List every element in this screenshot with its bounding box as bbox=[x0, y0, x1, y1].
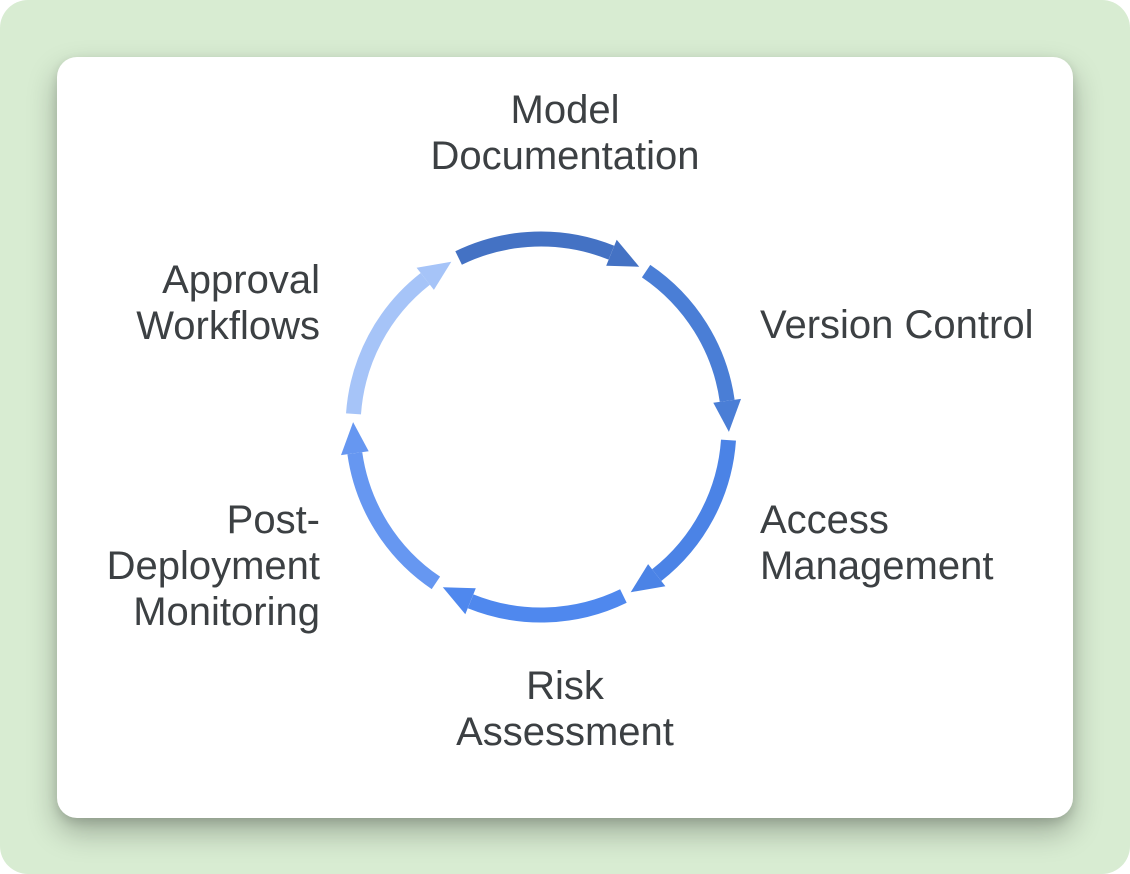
cycle-arrow-head-lower-left bbox=[341, 422, 369, 456]
cycle-arrow-arc-lower-right bbox=[652, 439, 736, 582]
cycle-label-model-documentation: Model Documentation bbox=[430, 88, 700, 178]
cycle-arrow-arc-upper-right bbox=[641, 264, 735, 402]
cycle-arrow-arc-top bbox=[455, 231, 615, 265]
cycle-arrow-arc-lower-left bbox=[347, 452, 441, 590]
diagram-card: Model Documentation Version Control Acce… bbox=[57, 57, 1073, 818]
cycle-arrow-head-lower-right bbox=[630, 564, 666, 593]
cycle-label-approval-workflows: Approval Workflows bbox=[136, 258, 320, 348]
cycle-arrow-arc-bottom bbox=[467, 589, 627, 623]
cycle-label-risk-assessment: Risk Assessment bbox=[456, 664, 674, 754]
cycle-arrow-arc-upper-left bbox=[346, 272, 430, 415]
cycle-arrow-head-upper-right bbox=[713, 398, 741, 432]
cycle-label-post-deployment-monitoring: Post- Deployment Monitoring bbox=[106, 498, 320, 634]
cycle-arrow-head-bottom bbox=[442, 587, 476, 615]
cycle-arrow-head-upper-left bbox=[416, 261, 452, 290]
cycle-label-version-control: Version Control bbox=[760, 303, 1034, 347]
cycle-arrow-head-top bbox=[606, 239, 640, 267]
cycle-arrows-graphic bbox=[341, 231, 741, 623]
cycle-label-access-management: Access Management bbox=[760, 498, 994, 588]
